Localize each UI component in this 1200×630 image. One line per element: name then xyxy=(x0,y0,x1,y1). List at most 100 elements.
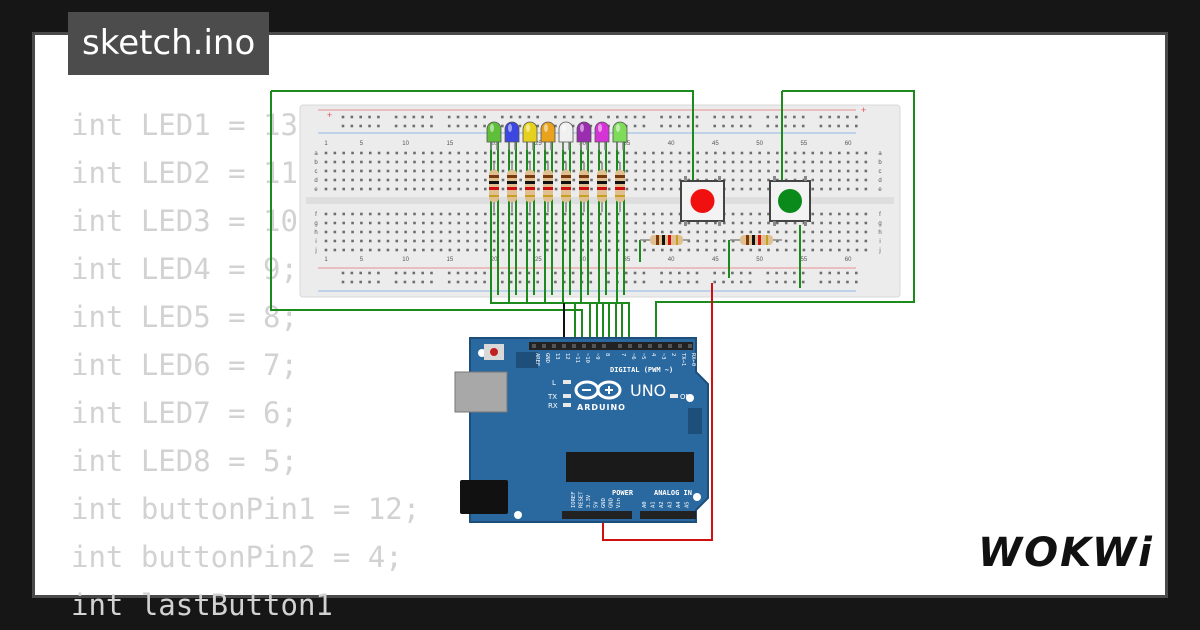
led-rx-label: RX xyxy=(548,402,558,410)
hole xyxy=(475,221,478,225)
hole xyxy=(811,212,815,216)
column-number: 40 xyxy=(668,257,675,263)
hole xyxy=(802,230,806,234)
hole xyxy=(801,271,805,275)
hole xyxy=(661,178,664,182)
hole xyxy=(572,221,576,225)
hole xyxy=(572,169,576,173)
row-letter: h xyxy=(314,230,317,236)
hole xyxy=(456,280,460,284)
board-brand: ARDUINO xyxy=(577,403,626,412)
hole xyxy=(695,124,699,128)
hole xyxy=(705,239,708,243)
hole xyxy=(793,239,797,243)
pin-label: 8 xyxy=(604,353,610,356)
hole xyxy=(403,280,407,284)
hole xyxy=(413,169,416,173)
hole xyxy=(687,169,691,173)
hole xyxy=(324,151,328,155)
hole xyxy=(731,115,734,119)
hole xyxy=(740,187,744,191)
hole xyxy=(519,178,522,182)
led-wires xyxy=(490,140,630,345)
reset-button-cap[interactable] xyxy=(490,348,498,356)
hole xyxy=(422,178,425,182)
hole xyxy=(749,169,753,173)
hole xyxy=(528,239,531,243)
hole xyxy=(342,239,345,243)
resistor-band xyxy=(507,187,517,190)
hole xyxy=(571,280,575,284)
hole xyxy=(457,178,461,182)
button-red[interactable] xyxy=(680,176,725,226)
hole xyxy=(351,178,354,182)
hole xyxy=(820,239,823,243)
hole xyxy=(475,239,478,243)
hole xyxy=(509,271,513,275)
hole xyxy=(359,271,362,275)
hole xyxy=(360,187,363,191)
hole xyxy=(802,239,806,243)
hole xyxy=(607,178,611,182)
hole xyxy=(740,178,744,182)
hole xyxy=(661,248,664,252)
hole xyxy=(758,151,761,155)
resistor-band xyxy=(662,235,665,245)
hole xyxy=(820,151,823,155)
hole xyxy=(714,239,717,243)
hole xyxy=(377,115,380,119)
hole xyxy=(731,178,735,182)
hole xyxy=(377,160,381,164)
hole xyxy=(501,239,505,243)
button-green[interactable] xyxy=(769,176,811,226)
hole xyxy=(537,230,540,234)
hole xyxy=(669,115,672,119)
button-green-cap[interactable] xyxy=(778,189,802,213)
hole xyxy=(448,221,452,225)
hole xyxy=(846,115,849,119)
hole xyxy=(714,230,717,234)
hole xyxy=(776,151,779,155)
hole xyxy=(466,178,469,182)
hole xyxy=(652,230,655,234)
hole xyxy=(695,280,699,284)
hole xyxy=(713,115,716,119)
hole xyxy=(652,187,655,191)
hole xyxy=(413,178,416,182)
hole xyxy=(642,271,646,275)
hole xyxy=(377,212,381,216)
hole xyxy=(492,239,496,243)
hole xyxy=(758,160,761,164)
hole xyxy=(359,115,362,119)
hole xyxy=(766,280,770,284)
hole xyxy=(838,160,841,164)
hole xyxy=(625,187,629,191)
hole xyxy=(581,248,584,252)
pin-label: RESET xyxy=(579,491,585,508)
button-red-cap[interactable] xyxy=(690,189,715,213)
hole xyxy=(607,248,611,252)
hole xyxy=(713,271,716,275)
button-leg xyxy=(804,221,807,226)
hole xyxy=(368,280,371,284)
hole xyxy=(829,248,832,252)
hole xyxy=(466,169,469,173)
hole xyxy=(484,212,487,216)
hole xyxy=(696,230,699,234)
hole xyxy=(696,151,699,155)
hole xyxy=(802,151,806,155)
hole xyxy=(846,187,850,191)
hole xyxy=(739,115,743,119)
hole xyxy=(802,248,806,252)
hole xyxy=(501,221,505,225)
hole xyxy=(767,160,770,164)
hole xyxy=(652,221,655,225)
hole xyxy=(837,271,840,275)
power-header xyxy=(562,511,632,519)
resistor-band xyxy=(579,175,589,178)
hole xyxy=(820,230,823,234)
resistor-band xyxy=(615,187,625,190)
hole xyxy=(439,160,443,164)
hole xyxy=(590,212,593,216)
